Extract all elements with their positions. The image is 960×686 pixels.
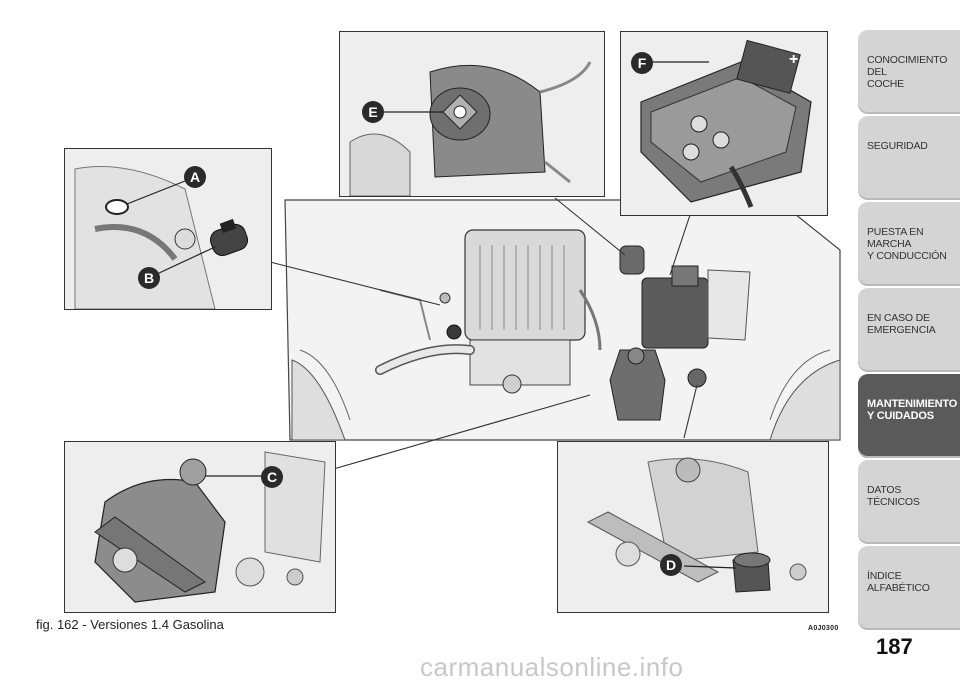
engine-bay-figure: A B E [36, 31, 841, 632]
callout-a: A [184, 166, 206, 188]
watermark: carmanualsonline.info [420, 652, 684, 682]
callout-d: D [660, 554, 682, 576]
oil-detail-illustration: A B [65, 149, 271, 309]
tab-indice-alfabetico[interactable]: ÍNDICE ALFABÉTICO [858, 546, 960, 630]
svg-text:C: C [267, 469, 277, 485]
figure-code: A0J0300 [808, 625, 839, 632]
detail-panel-coolant: C [64, 441, 336, 613]
tab-puesta-en-marcha[interactable]: PUESTA EN MARCHA Y CONDUCCIÓN [858, 202, 960, 286]
svg-text:E: E [368, 104, 377, 120]
callout-b: B [138, 267, 160, 289]
detail-panel-brake-fluid: E [339, 31, 605, 197]
svg-text:A: A [190, 169, 200, 185]
figure-caption: fig. 162 - Versiones 1.4 Gasolina [36, 617, 224, 632]
callout-c: C [261, 466, 283, 488]
svg-text:B: B [144, 270, 154, 286]
page-number: 187 [876, 634, 913, 659]
tab-conocimiento-del-coche[interactable]: CONOCIMIENTO DEL COCHE [858, 30, 960, 114]
tab-en-caso-de-emergencia[interactable]: EN CASO DE EMERGENCIA [858, 288, 960, 372]
callout-f: F [631, 52, 653, 74]
tab-seguridad[interactable]: SEGURIDAD [858, 116, 960, 200]
battery-plus-label: + [789, 51, 798, 68]
detail-panel-battery: + F [620, 31, 828, 216]
tab-datos-tecnicos[interactable]: DATOS TÉCNICOS [858, 460, 960, 544]
battery-detail-illustration: + F [621, 32, 827, 215]
svg-text:D: D [666, 557, 676, 573]
tab-mantenimiento[interactable]: MANTENIMIENTO Y CUIDADOS [858, 374, 960, 458]
svg-text:F: F [638, 55, 647, 71]
detail-panel-oil: A B [64, 148, 272, 310]
detail-panel-washer-fluid: D [557, 441, 829, 613]
coolant-detail-illustration: C [65, 442, 335, 612]
brake-fluid-detail-illustration: E [340, 32, 604, 196]
callout-e: E [362, 101, 384, 123]
engine-bay-illustration [269, 197, 841, 471]
washer-fluid-detail-illustration: D [558, 442, 828, 612]
